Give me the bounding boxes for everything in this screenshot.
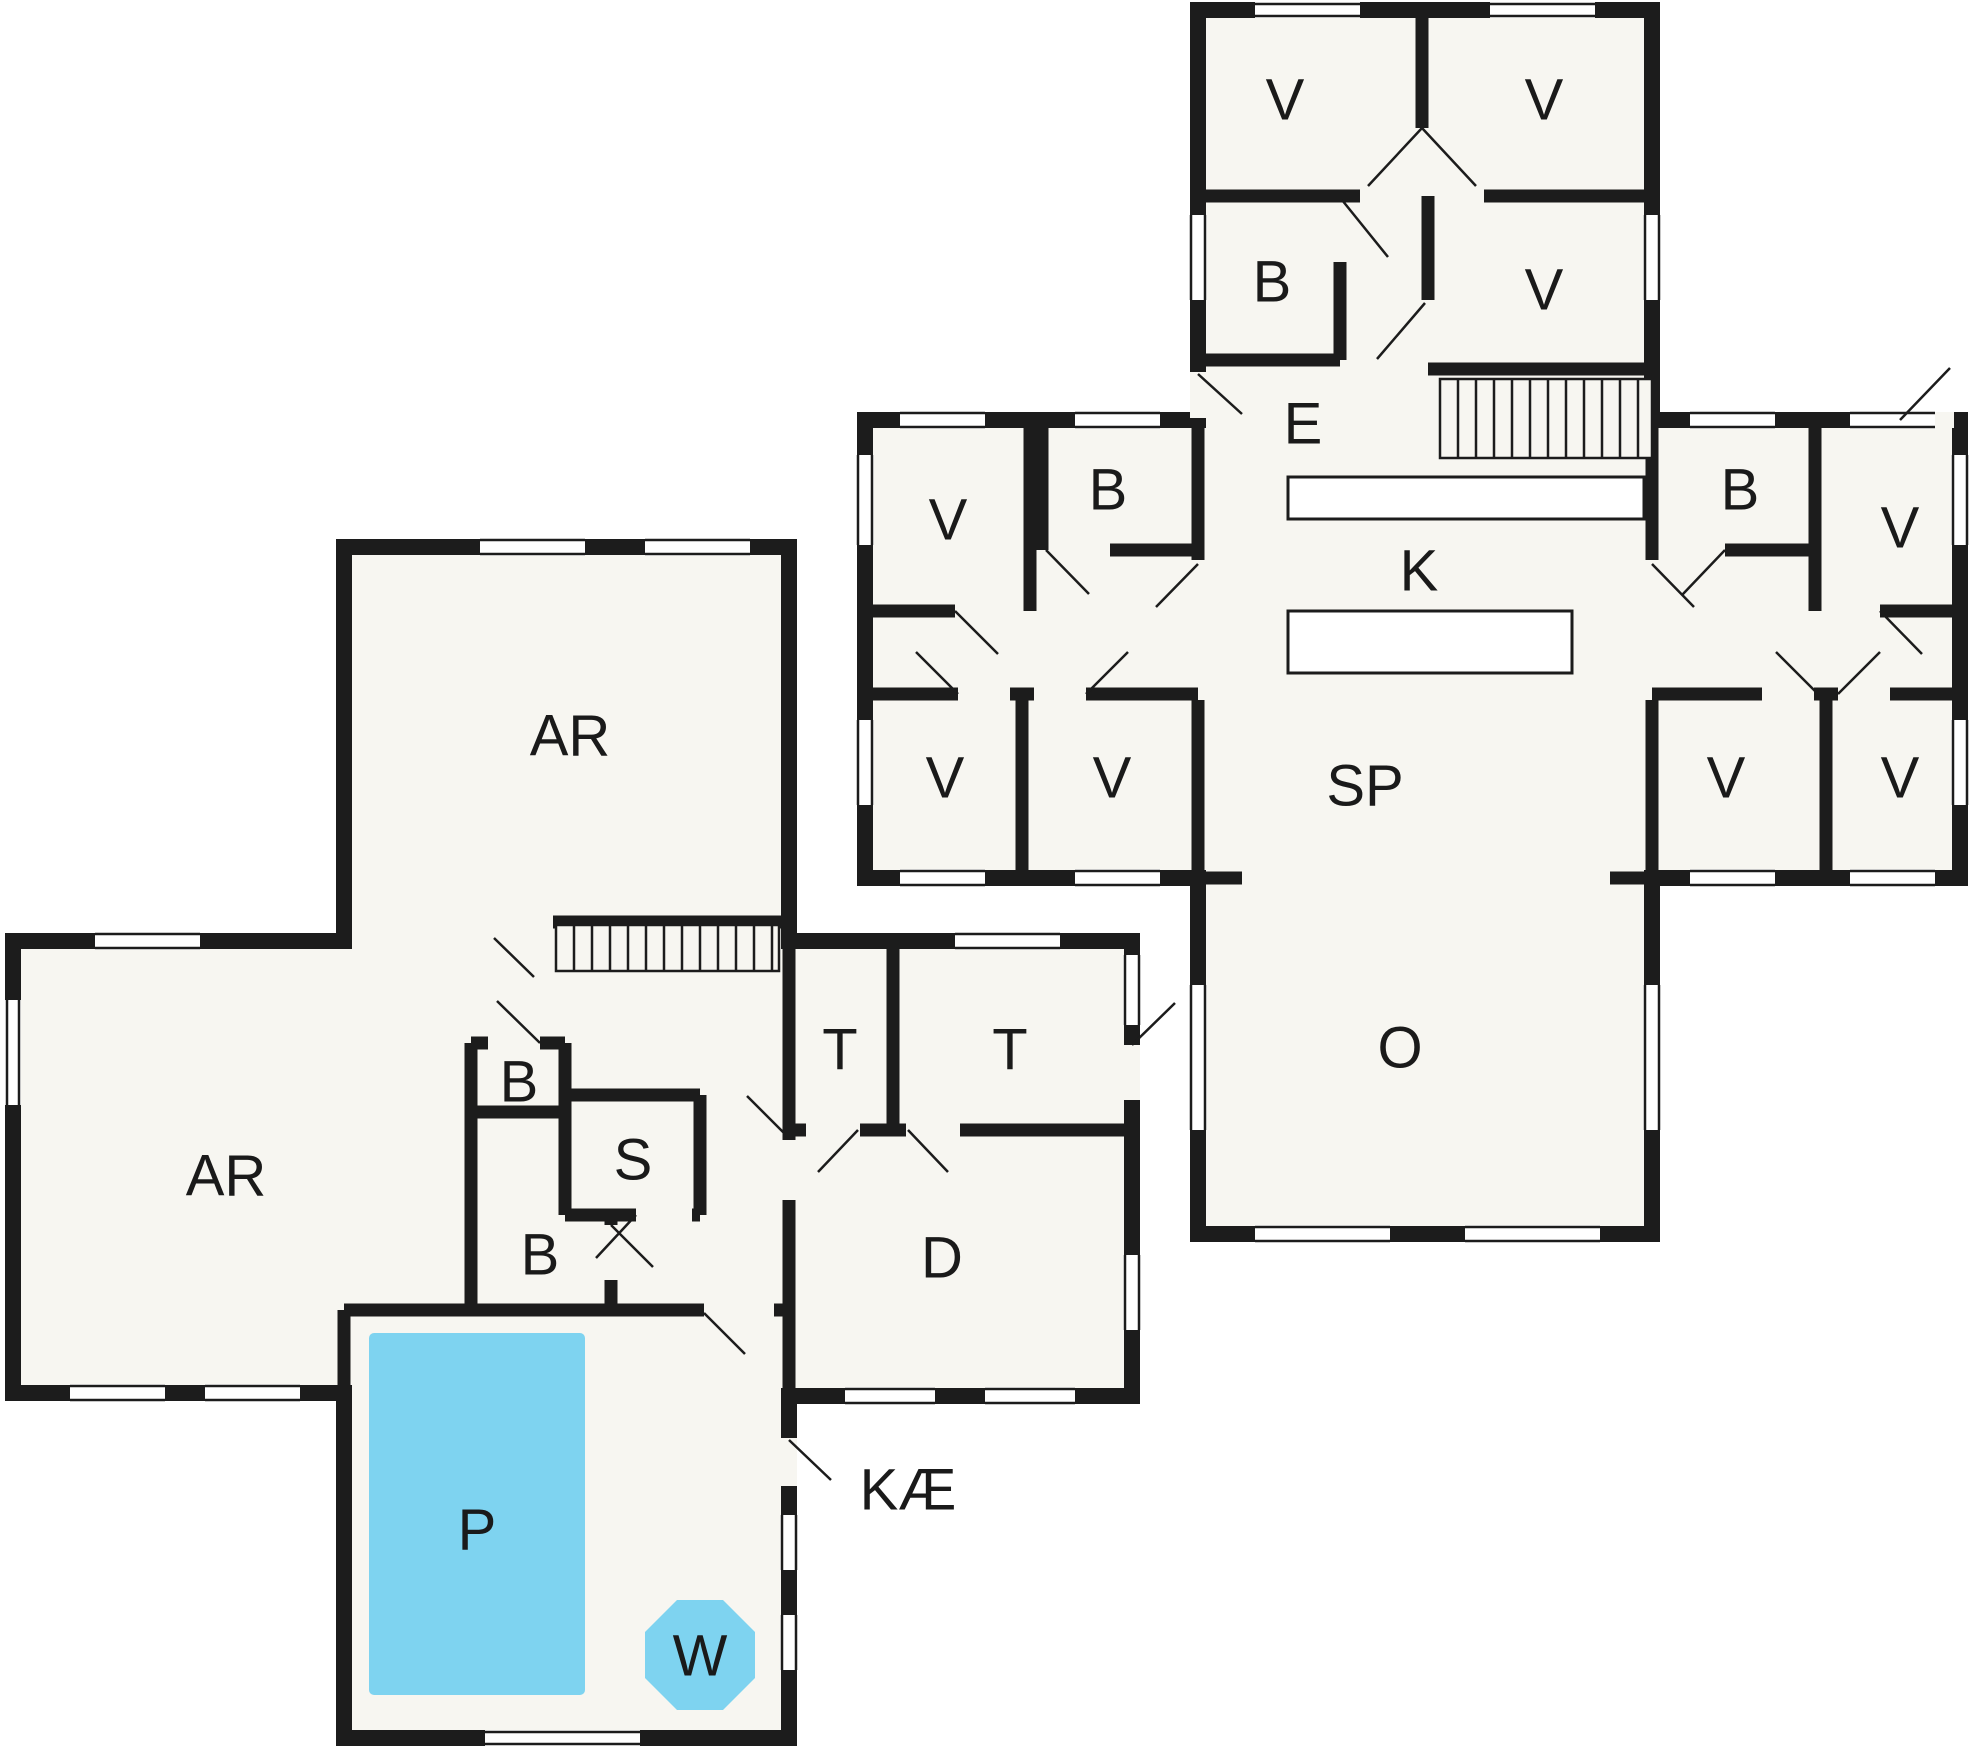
kitchen-counter [1286, 475, 1646, 675]
upper-floor-doors [915, 127, 1951, 695]
ground-floor-stairs [554, 923, 781, 973]
ground-floor-plan: AR AR B S B T T D P W KÆ [5, 538, 1176, 1746]
room-label-v-right-lower-2: V [1881, 746, 1920, 811]
room-label-living: O [1377, 1016, 1422, 1081]
room-label-dining: SP [1326, 754, 1403, 819]
swimming-pool [369, 1333, 585, 1695]
ground-floor-interior-walls [337, 915, 1132, 1396]
room-label-activity-top: AR [530, 704, 611, 769]
room-label-v-left-lower-2: V [1093, 746, 1132, 811]
room-label-basement-entry: KÆ [860, 1458, 957, 1523]
room-label-kitchen: K [1400, 539, 1439, 604]
room-label-activity-left: AR [186, 1144, 267, 1209]
room-label-sauna: S [614, 1128, 653, 1193]
room-label-b-right: B [1721, 458, 1760, 523]
room-label-v-right-lower-1: V [1707, 746, 1746, 811]
room-label-b-lower: B [521, 1223, 560, 1288]
upper-floor-labels: V V B V E V B B V K V V SP V V O [926, 68, 1920, 1081]
ground-floor-labels: AR AR B S B T T D P W KÆ [186, 704, 1028, 1689]
upper-floor-interior-walls [865, 10, 1960, 885]
ground-floor-door-gaps [781, 1045, 1140, 1486]
room-label-whirlpool: W [673, 1624, 728, 1689]
room-label-b-upper: B [500, 1050, 539, 1115]
upper-floor-plan: V V B V E V B B V K V V SP V V O [856, 2, 1969, 1243]
room-label-v-top-right: V [1525, 68, 1564, 133]
whirlpool-tub [645, 1600, 755, 1710]
room-label-entrance: E [1284, 392, 1323, 457]
ground-floor-doors [493, 937, 1176, 1481]
room-label-v-left-lower-1: V [926, 746, 965, 811]
room-label-v-left-upper: V [929, 488, 968, 553]
ground-floor-windows [5, 538, 1141, 1746]
room-label-pool: P [458, 1498, 497, 1563]
room-label-v-top-left: V [1266, 68, 1305, 133]
upper-floor-windows [856, 2, 1969, 1243]
room-label-toilet-right: T [992, 1018, 1027, 1083]
upper-floor-stairs [1438, 377, 1654, 460]
room-label-v-right-upper: V [1881, 496, 1920, 561]
room-label-toilet-left: T [822, 1018, 857, 1083]
room-label-b-top: B [1253, 250, 1292, 315]
room-label-b-left: B [1089, 458, 1128, 523]
room-label-d-room: D [921, 1226, 963, 1291]
room-label-v-top-middle: V [1525, 258, 1564, 323]
